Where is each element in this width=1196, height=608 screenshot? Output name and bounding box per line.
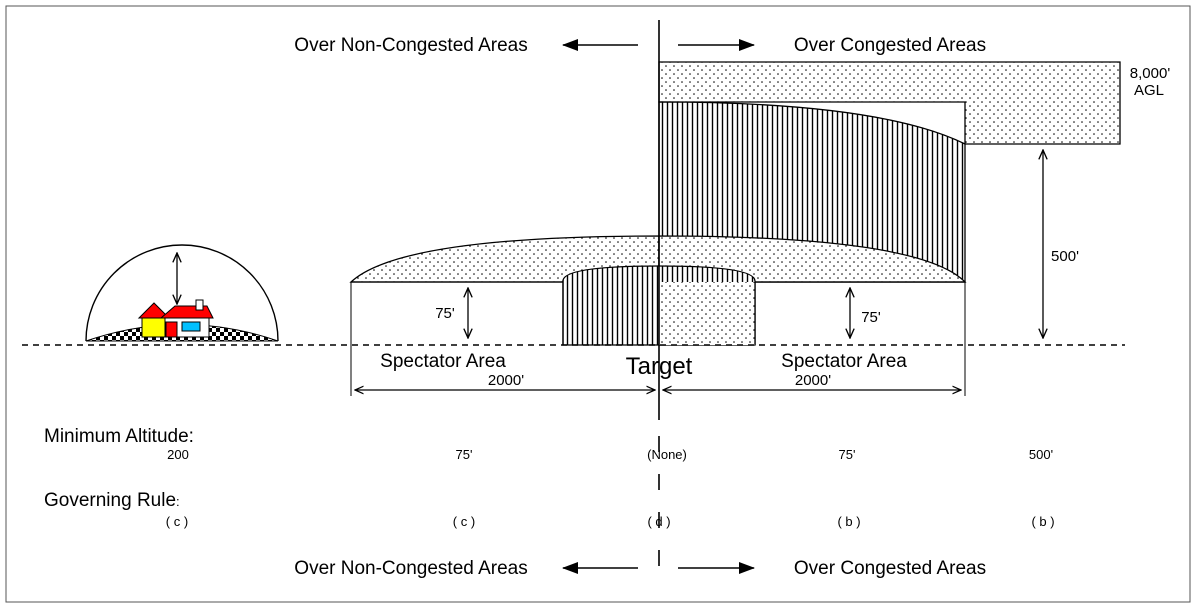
governing-rule-heading-suffix: : [176, 494, 180, 509]
minimum-altitude-value: 75' [456, 447, 473, 462]
minimum-altitude-value: (None) [647, 447, 687, 462]
governing-rule-value: ( b ) [1031, 514, 1054, 529]
ceiling-unit: AGL [1134, 82, 1164, 99]
governing-rule-heading-main: Governing Rule [44, 490, 176, 511]
ceiling-value: 8,000' [1130, 65, 1171, 82]
footer-congested-label: Over Congested Areas [794, 558, 986, 579]
minimum-altitude-value: 200 [167, 447, 189, 462]
governing-rule-value: ( c ) [166, 514, 188, 529]
spectator-height-label-right: 75' [861, 309, 881, 326]
diagram-frame [5, 5, 1191, 603]
house-icon [137, 299, 214, 338]
governing-rule-value: ( c ) [453, 514, 475, 529]
minimum-altitude-value: 500' [1029, 447, 1053, 462]
spectator-area-left-label: Spectator Area [380, 351, 506, 372]
minimum-altitude-heading: Minimum Altitude: [44, 426, 194, 447]
spectator-height-label-left: 75' [435, 305, 455, 322]
governing-rule-heading: Governing Rule: [44, 490, 180, 511]
target-label: Target [626, 353, 693, 380]
distance-label-right: 2000' [795, 372, 831, 389]
minimum-altitude-value: 75' [839, 447, 856, 462]
distance-label-left: 2000' [488, 372, 524, 389]
spectator-area-right-label: Spectator Area [781, 351, 907, 372]
governing-rule-value: ( d ) [647, 514, 670, 529]
congested-height-label: 500' [1051, 248, 1079, 265]
header-congested-label: Over Congested Areas [794, 35, 986, 56]
governing-rule-value: ( b ) [837, 514, 860, 529]
header-non-congested-label: Over Non-Congested Areas [294, 35, 527, 56]
footer-non-congested-label: Over Non-Congested Areas [294, 558, 527, 579]
target-dotted-core [659, 282, 755, 345]
house-dome [85, 244, 279, 342]
